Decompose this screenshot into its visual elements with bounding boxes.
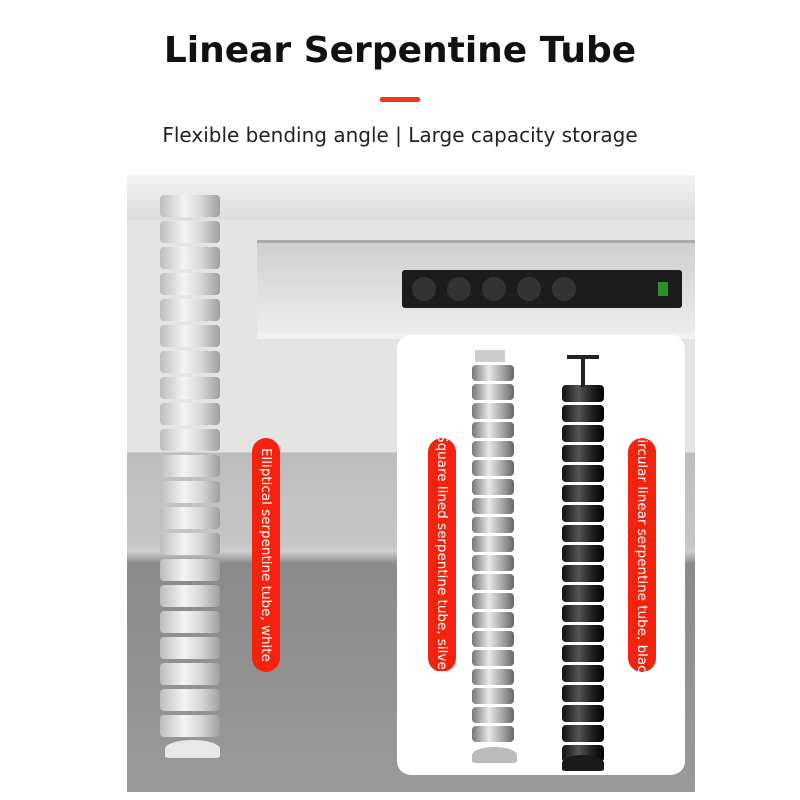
- power-strip: [402, 270, 682, 308]
- tube-segment: [160, 299, 220, 321]
- tube-segment: [562, 445, 604, 462]
- tube-segment: [562, 505, 604, 522]
- tube-segment: [562, 585, 604, 602]
- tube-segment: [562, 605, 604, 622]
- white-serpentine-tube: [160, 195, 220, 755]
- tube-segment: [562, 625, 604, 642]
- silver-serpentine-tube: [472, 365, 514, 750]
- tube-segment: [160, 507, 220, 529]
- tube-segment: [472, 612, 514, 628]
- label-black-tube: Circular linear serpentine tube, black: [628, 430, 656, 680]
- tube-segment: [472, 403, 514, 419]
- tube-segment: [160, 351, 220, 373]
- black-tube-post: [581, 357, 585, 387]
- tube-segment: [472, 631, 514, 647]
- tube-segment: [160, 273, 220, 295]
- black-serpentine-tube: [562, 385, 604, 762]
- tube-segment: [472, 593, 514, 609]
- desk-top: [127, 175, 695, 220]
- tube-segment: [472, 536, 514, 552]
- tube-segment: [562, 665, 604, 682]
- tube-segment: [160, 247, 220, 269]
- tube-segment: [562, 565, 604, 582]
- tube-segment: [160, 585, 220, 607]
- tube-segment: [472, 384, 514, 400]
- page-subtitle: Flexible bending angle | Large capacity …: [162, 123, 638, 147]
- tube-segment: [160, 195, 220, 217]
- black-tube-base: [562, 755, 604, 771]
- tube-segment: [472, 422, 514, 438]
- tube-segment: [160, 325, 220, 347]
- tube-segment: [472, 669, 514, 685]
- label-silver-tube: Square lined serpentine tube, silver: [428, 434, 456, 676]
- tube-segment: [562, 405, 604, 422]
- tube-segment: [160, 559, 220, 581]
- tube-segment: [562, 645, 604, 662]
- tube-segment: [472, 498, 514, 514]
- tube-segment: [562, 545, 604, 562]
- tube-segment: [562, 685, 604, 702]
- tube-segment: [562, 425, 604, 442]
- tube-segment: [160, 663, 220, 685]
- tube-segment: [472, 555, 514, 571]
- tube-segment: [472, 650, 514, 666]
- tube-segment: [160, 403, 220, 425]
- tube-segment: [160, 533, 220, 555]
- tube-segment: [472, 574, 514, 590]
- tube-segment: [160, 611, 220, 633]
- product-variants-card: [397, 335, 685, 775]
- tube-segment: [160, 481, 220, 503]
- tube-segment: [472, 460, 514, 476]
- tube-segment: [472, 688, 514, 704]
- tube-segment: [472, 479, 514, 495]
- silver-tube-base: [472, 747, 517, 763]
- tube-segment: [562, 525, 604, 542]
- silver-tube-bracket: [475, 350, 505, 362]
- tube-segment: [472, 441, 514, 457]
- tube-segment: [562, 725, 604, 742]
- tube-segment: [160, 689, 220, 711]
- tube-segment: [562, 465, 604, 482]
- tube-segment: [160, 221, 220, 243]
- tube-segment: [472, 365, 514, 381]
- label-white-tube: Elliptical serpentine tube, white: [252, 438, 280, 672]
- tube-segment: [472, 517, 514, 533]
- tube-segment: [160, 455, 220, 477]
- tube-segment: [160, 715, 220, 737]
- tube-segment: [562, 385, 604, 402]
- tube-segment: [562, 485, 604, 502]
- page-title: Linear Serpentine Tube: [163, 30, 637, 71]
- title-accent-bar: [380, 97, 420, 102]
- tube-segment: [562, 705, 604, 722]
- tube-segment: [472, 707, 514, 723]
- tube-segment: [472, 726, 514, 742]
- tube-segment: [160, 637, 220, 659]
- tube-segment: [160, 429, 220, 451]
- tube-segment: [160, 377, 220, 399]
- white-tube-base: [165, 740, 220, 758]
